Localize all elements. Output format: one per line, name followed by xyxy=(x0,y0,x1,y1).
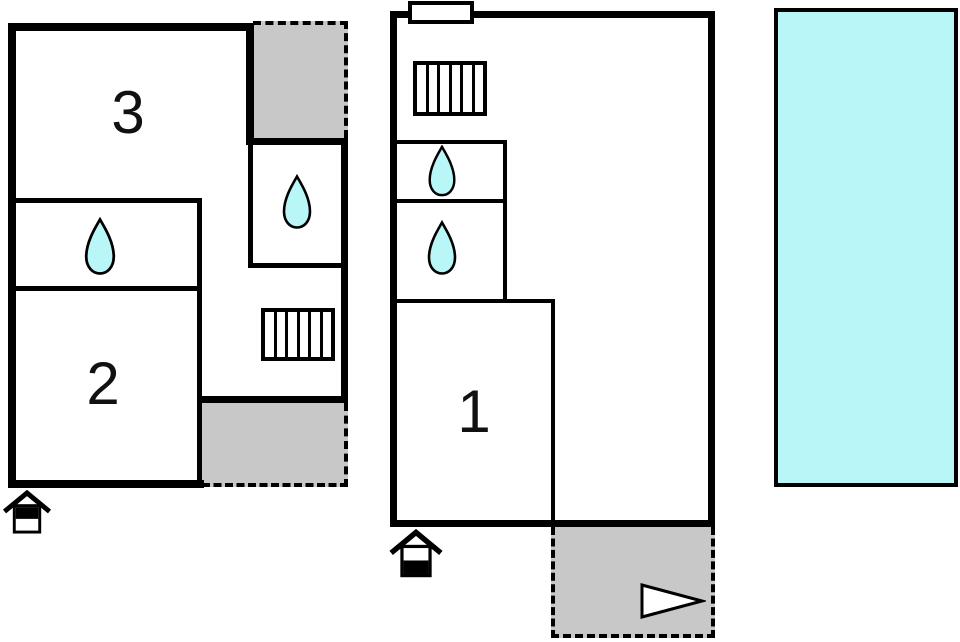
terrace-bottom xyxy=(551,527,715,638)
wall xyxy=(197,396,348,403)
direction-arrow-icon xyxy=(640,583,706,619)
water-drop-icon xyxy=(428,145,456,197)
wall xyxy=(197,198,202,488)
entrance-icon xyxy=(389,529,443,578)
room-3-label: 3 xyxy=(111,79,145,146)
wall xyxy=(397,140,507,144)
stairs-icon xyxy=(413,61,487,116)
room-1-label: 1 xyxy=(457,377,491,445)
water-drop-icon xyxy=(282,173,312,229)
wall xyxy=(8,23,254,31)
wall xyxy=(397,299,555,303)
wall xyxy=(8,198,202,203)
wall xyxy=(390,11,397,527)
chimney-icon xyxy=(408,1,474,24)
terrace-top-right xyxy=(253,21,348,138)
wall xyxy=(397,199,507,203)
wall xyxy=(248,141,253,268)
stairs-icon xyxy=(261,308,335,361)
wall xyxy=(8,480,204,488)
terrace-bottom-right xyxy=(202,403,348,487)
wall xyxy=(503,140,507,303)
water-drop-icon xyxy=(84,216,116,275)
wall xyxy=(551,299,555,527)
wall xyxy=(341,138,348,403)
entrance-icon xyxy=(2,490,52,534)
wall xyxy=(248,263,341,268)
wall xyxy=(390,11,715,18)
water-drop-icon xyxy=(427,219,457,275)
swimming-pool xyxy=(774,8,958,487)
wall xyxy=(8,286,202,291)
wall xyxy=(708,11,715,527)
wall xyxy=(246,138,348,145)
room-2-label: 2 xyxy=(86,350,120,417)
wall xyxy=(246,23,254,145)
wall xyxy=(8,23,16,488)
